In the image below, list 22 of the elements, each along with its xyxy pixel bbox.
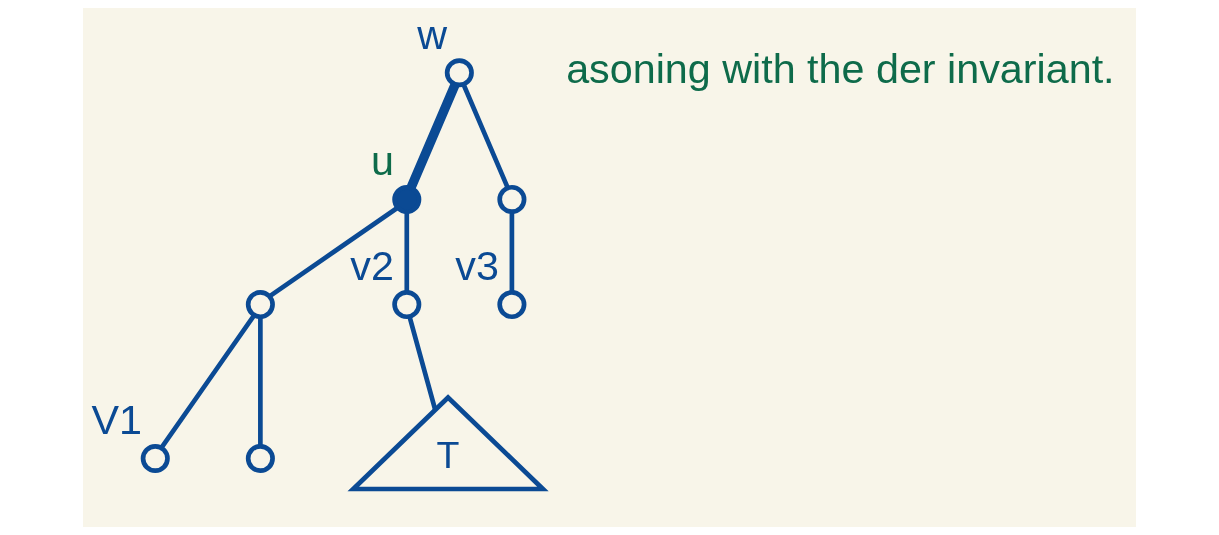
node-label: v3 — [455, 243, 499, 290]
node-circle — [140, 443, 170, 474]
node-label: v2 — [350, 243, 394, 290]
node-label: V1 — [91, 397, 143, 444]
connector — [159, 314, 257, 450]
node-label: w — [417, 11, 448, 58]
connector — [407, 316, 438, 410]
node-circle — [497, 290, 527, 320]
node-circle — [392, 290, 422, 320]
node-circle — [444, 58, 474, 88]
node-circle — [245, 290, 275, 320]
connector — [461, 83, 510, 189]
node-circle — [497, 184, 527, 214]
label: asoning with the der invariant. — [566, 46, 1115, 93]
node-circle — [392, 184, 422, 214]
node-label: u — [370, 138, 394, 185]
connector — [258, 317, 263, 446]
node-circle — [245, 443, 275, 474]
connector — [268, 206, 399, 299]
connector — [509, 212, 515, 293]
connector — [406, 82, 460, 190]
connector — [404, 212, 410, 293]
